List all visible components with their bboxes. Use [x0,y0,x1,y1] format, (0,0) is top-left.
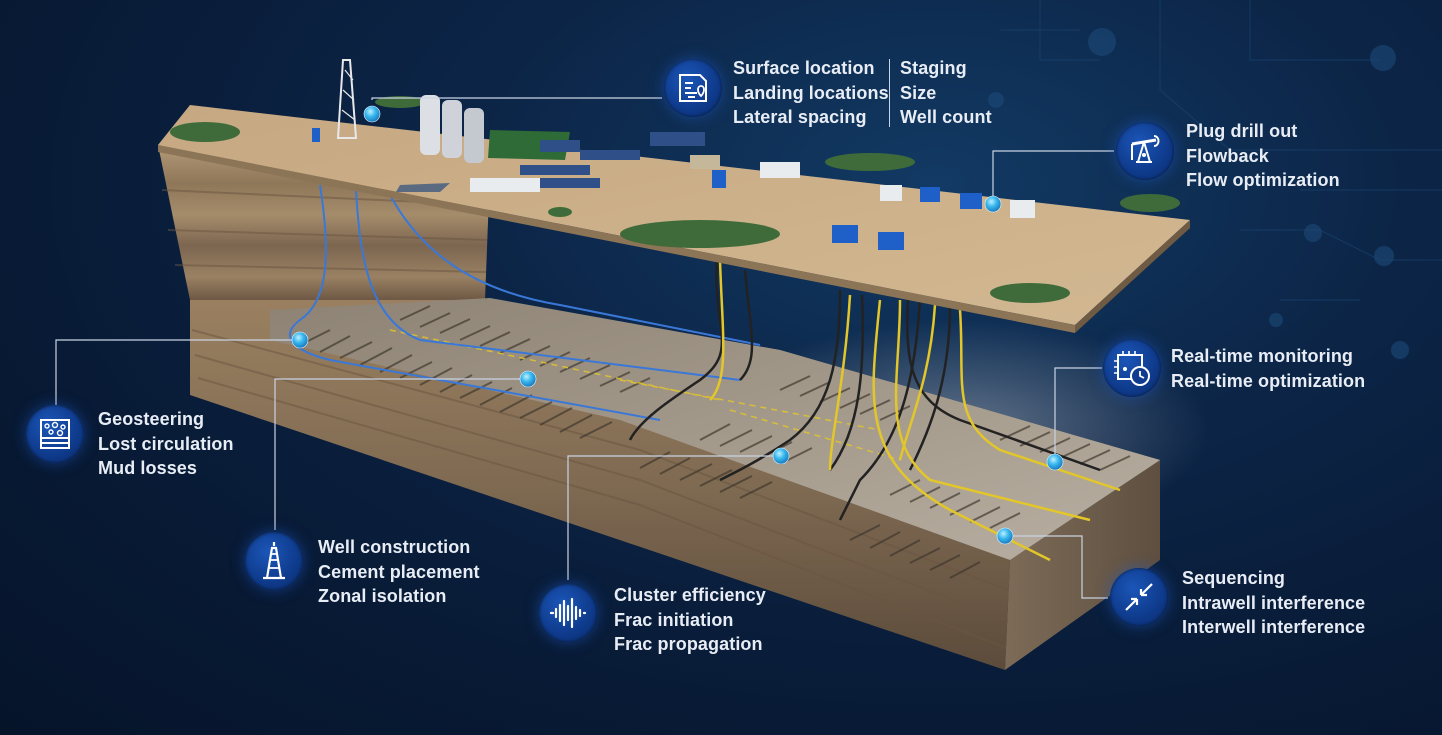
callout-well-construction: Well construction Cement placement Zonal… [318,535,480,609]
callout-surface-planning: Surface location Landing locations Later… [733,56,889,130]
callout-line: Cluster efficiency [614,585,766,605]
drilling-rig-icon [245,532,303,590]
dark-well-paths [628,254,1101,521]
callout-line: Sequencing [1182,568,1286,588]
location-markers [291,105,1064,545]
marker-geosteering[interactable] [291,331,309,349]
blue-well-paths [289,184,761,421]
callout-line: Plug drill out [1186,121,1298,141]
callout-line: Frac initiation [614,609,734,630]
callout-line: Well construction [318,537,471,557]
formation-layers-icon [26,405,84,463]
marker-sequencing[interactable] [996,527,1014,545]
fracture-network [299,305,1131,579]
callout-line: Geosteering [98,409,205,429]
chip-clock-icon [1103,339,1161,397]
callout-line: Cement placement [318,561,480,582]
marker-well-construction[interactable] [519,370,537,388]
marker-cluster-efficiency[interactable] [772,447,790,465]
callout-line: Mud losses [98,458,198,478]
callout-production: Plug drill out Flowback Flow optimizatio… [1186,119,1340,193]
callout-line: Frac propagation [614,634,763,654]
callout-line: Well count [900,107,992,127]
callout-line: Lateral spacing [733,107,867,127]
circuit-decoration [1000,0,1442,301]
callout-geosteering: Geosteering Lost circulation Mud losses [98,407,234,481]
reservoir-floor [270,298,1160,560]
shrubs [170,96,1180,303]
callout-line: Size [900,82,937,103]
marker-real-time-monitoring[interactable] [1046,453,1064,471]
callout-line: Flowback [1186,145,1269,166]
callout-line: Staging [900,58,967,78]
leader-lines [55,97,1114,599]
callout-monitoring: Real-time monitoring Real-time optimizat… [1171,344,1365,393]
callout-divider [889,59,890,127]
callout-line: Interwell interference [1182,617,1366,637]
callout-staging: Staging Size Well count [900,56,992,130]
callout-line: Lost circulation [98,433,234,454]
converging-arrows-icon [1110,568,1168,626]
callout-line: Flow optimization [1186,170,1340,190]
callout-line: Surface location [733,58,875,78]
callout-line: Real-time optimization [1171,370,1366,391]
surface-pad-top [158,105,1190,325]
pumpjack-icon [1116,122,1174,180]
callout-line: Real-time monitoring [1171,346,1354,366]
rock-slab-front [190,300,1010,670]
waveform-icon [539,584,597,642]
yellow-well-paths [709,259,1121,562]
surface-equipment [312,59,1035,250]
callout-sequencing: Sequencing Intrawell interference Interw… [1182,566,1365,640]
callout-cluster-efficiency: Cluster efficiency Frac initiation Frac … [614,583,766,657]
callout-line: Zonal isolation [318,586,447,606]
marker-surface-location[interactable] [363,105,381,123]
map-document-icon [664,59,722,117]
marker-production[interactable] [984,195,1002,213]
callout-line: Intrawell interference [1182,592,1366,613]
callout-line: Landing locations [733,82,889,103]
